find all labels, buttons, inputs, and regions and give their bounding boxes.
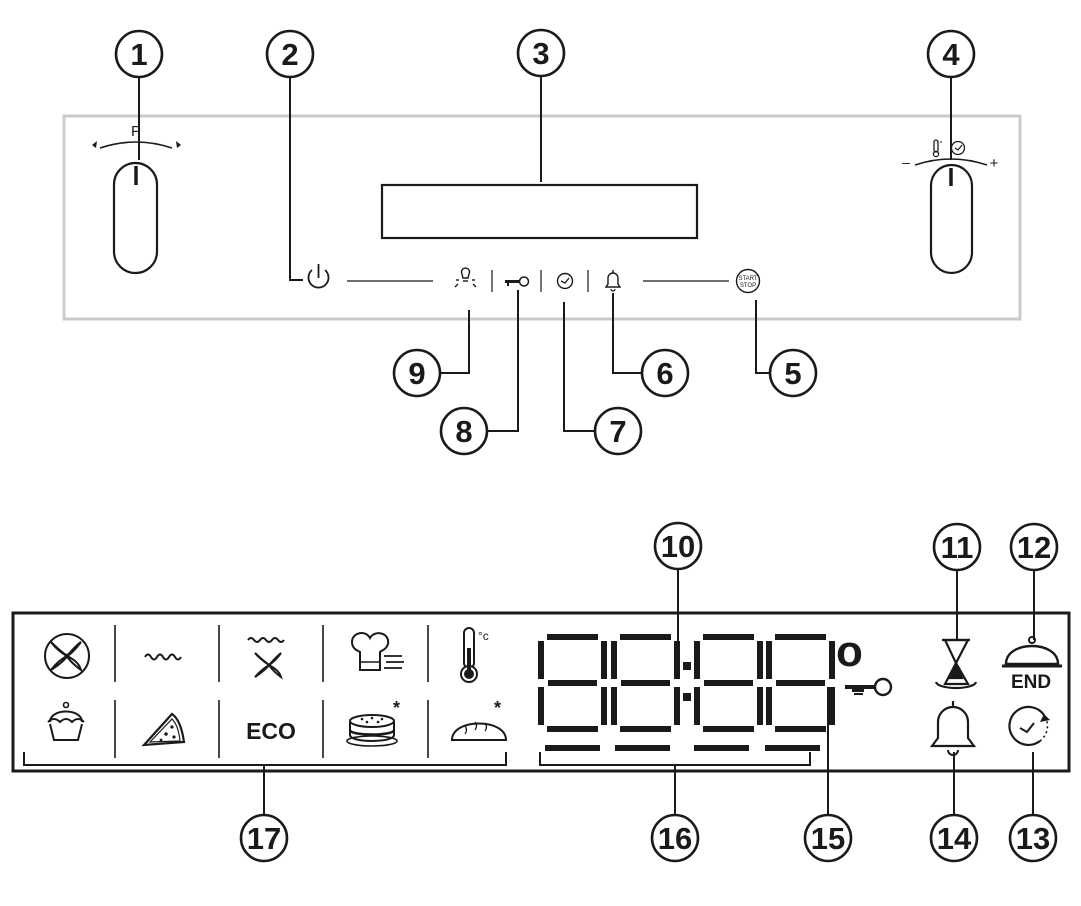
- clock-small-icon: [950, 140, 966, 156]
- callout-9: 9: [392, 348, 442, 398]
- bottom-leader-lines: [23, 569, 1035, 815]
- callout-13: 13: [1008, 813, 1058, 863]
- thermometer-icon: °c: [460, 627, 489, 683]
- frozen-star-1: *: [393, 698, 400, 718]
- svg-text:13: 13: [1016, 821, 1050, 856]
- callout-16: 16: [650, 813, 700, 863]
- lamp-icon: [454, 267, 477, 288]
- thermometer-small-icon: [932, 139, 942, 158]
- degree-mark: o: [836, 627, 863, 676]
- function-grid-dividers: [114, 625, 429, 758]
- svg-text:10: 10: [661, 529, 695, 564]
- right-knob-minus: –: [902, 154, 910, 170]
- clock-button[interactable]: [556, 272, 574, 290]
- svg-text:6: 6: [656, 356, 673, 391]
- start-stop-button[interactable]: START STOP: [735, 268, 761, 294]
- frozen-star-2: *: [494, 698, 501, 718]
- callout-17: 17: [239, 813, 289, 863]
- program-step-bars: [545, 745, 820, 751]
- top-leader-lines: [138, 76, 952, 432]
- fast-heat-chef-icon: [350, 632, 404, 671]
- svg-text:15: 15: [811, 821, 845, 856]
- bell-status-icon: [929, 701, 977, 756]
- fan-grill-icon: [247, 637, 285, 680]
- frozen-cake-icon: *: [346, 698, 400, 747]
- callout-1: 1: [114, 29, 164, 79]
- svg-text:3: 3: [532, 36, 549, 71]
- clock-icon: [556, 272, 574, 290]
- bottom-heat-icon: [144, 653, 182, 661]
- svg-text:1: 1: [130, 37, 147, 72]
- svg-text:12: 12: [1017, 530, 1051, 565]
- callout-6: 6: [640, 348, 690, 398]
- eco-label: ECO: [246, 718, 296, 744]
- end-cloche-icon: END: [1002, 636, 1062, 693]
- stop-label: STOP: [740, 283, 756, 289]
- svg-text:17: 17: [247, 821, 281, 856]
- pizza-icon: [141, 712, 186, 747]
- callout-8: 8: [439, 406, 489, 456]
- display-colon: [683, 662, 691, 701]
- power-button[interactable]: [307, 264, 330, 289]
- clock-timer-icon: [1008, 705, 1050, 746]
- lcd-display-frame: [11, 611, 1071, 773]
- seven-segment-display: [538, 634, 835, 732]
- callout-2: 2: [265, 29, 315, 79]
- start-label: START: [738, 276, 757, 282]
- display-window: [380, 183, 699, 240]
- svg-text:9: 9: [408, 356, 425, 391]
- svg-text:5: 5: [784, 356, 801, 391]
- callout-15: 15: [803, 813, 853, 863]
- fan-ring-heater-icon: [44, 633, 90, 679]
- program-knob[interactable]: P: [92, 123, 181, 275]
- callout-4: 4: [926, 29, 976, 79]
- right-knob-plus: +: [990, 155, 999, 172]
- bread-icon: *: [450, 698, 508, 741]
- child-lock-button[interactable]: [505, 276, 530, 287]
- callout-10: 10: [653, 521, 703, 571]
- callout-12: 12: [1009, 522, 1059, 572]
- hourglass-icon: [934, 638, 978, 690]
- key-icon: [505, 276, 530, 287]
- callout-3: 3: [516, 28, 566, 78]
- callout-11: 11: [932, 522, 982, 572]
- callout-7: 7: [593, 406, 643, 456]
- svg-text:4: 4: [942, 37, 960, 72]
- end-label: END: [1011, 672, 1051, 693]
- key-lock-icon: [845, 677, 893, 697]
- svg-text:11: 11: [941, 530, 974, 565]
- program-knob-label: P: [131, 123, 141, 140]
- lamp-button[interactable]: [454, 267, 477, 288]
- timer-bell-button[interactable]: [604, 270, 622, 292]
- callout-5: 5: [768, 348, 818, 398]
- svg-text:2: 2: [281, 37, 298, 72]
- svg-text:16: 16: [658, 821, 692, 856]
- svg-text:14: 14: [937, 821, 972, 856]
- svg-text:8: 8: [455, 414, 472, 449]
- svg-text:7: 7: [609, 414, 626, 449]
- cake-icon: [47, 701, 85, 741]
- bell-icon: [604, 270, 622, 292]
- callout-14: 14: [929, 813, 979, 863]
- celsius-label: °c: [478, 629, 489, 643]
